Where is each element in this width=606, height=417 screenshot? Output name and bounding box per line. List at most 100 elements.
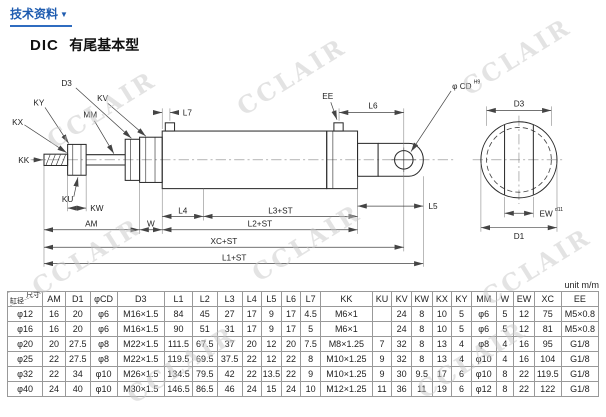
spec-cell: 22 <box>241 366 263 382</box>
spec-cell: 19 <box>431 381 453 397</box>
spec-cell: φ10 <box>89 366 118 382</box>
dim-label-ku: KU <box>62 195 73 204</box>
spec-cell <box>371 321 393 337</box>
dim-label-ew-tolerance: d11 <box>555 207 563 213</box>
dim-label-l6: L6 <box>368 101 378 110</box>
dim-label-ee: EE <box>322 92 333 101</box>
column-header: KK <box>320 291 373 307</box>
dim-label-w: W <box>147 220 155 229</box>
column-header: L4 <box>241 291 263 307</box>
bore-label: φ25 <box>6 351 44 367</box>
spec-cell: G1/8 <box>560 336 600 352</box>
spec-cell: 46 <box>216 381 243 397</box>
chevron-down-icon: ▼ <box>60 10 68 19</box>
spec-cell: 11 <box>371 381 393 397</box>
breadcrumb-label: 技术资料 <box>10 7 59 21</box>
spec-cell: M22×1.5 <box>116 351 166 367</box>
spec-cell: 7.5 <box>300 336 321 352</box>
spec-cell: 16 <box>42 321 66 337</box>
spec-cell: 22 <box>280 366 302 382</box>
column-header: MM <box>470 291 497 307</box>
spec-cell: M12×1.25 <box>320 381 373 397</box>
spec-cell: φ8 <box>89 351 118 367</box>
corner-label-dimension: 尺寸 <box>26 292 41 300</box>
cylinder-end-view <box>472 115 566 205</box>
dim-label-kw: KW <box>90 204 103 213</box>
column-header: KY <box>451 291 472 307</box>
spec-cell: 69.5 <box>191 351 218 367</box>
dim-label-cd: φ CD <box>452 82 472 91</box>
spec-cell: 9 <box>371 366 393 382</box>
spec-cell: 84 <box>164 306 193 322</box>
spec-cell: 37 <box>216 336 243 352</box>
spec-cell: 13.5 <box>261 366 282 382</box>
technical-drawing: D3 KV L7 EE L6 φ CD H9 KY KX MM KK KU KW… <box>8 57 606 280</box>
dimension-labels: D3 KV L7 EE L6 φ CD H9 KY KX MM KK KU KW… <box>12 79 563 263</box>
spec-cell: φ6 <box>470 306 497 322</box>
spec-cell: 67.5 <box>191 336 218 352</box>
dim-label-kv: KV <box>97 94 108 103</box>
spec-cell: 8 <box>495 381 515 397</box>
spec-cell: 104 <box>533 351 562 367</box>
spec-cell: 79.5 <box>191 366 218 382</box>
dim-label-kx: KX <box>12 118 23 127</box>
spec-cell: 12 <box>513 321 535 337</box>
breadcrumb-tech-data[interactable]: 技术资料▼ <box>10 5 72 27</box>
corner-header: 尺寸 缸径 <box>6 291 44 307</box>
column-header: L1 <box>164 291 193 307</box>
spec-cell: 37.5 <box>216 351 243 367</box>
column-header: EE <box>560 291 600 307</box>
spec-cell: 134.5 <box>164 366 193 382</box>
dim-label-l2st: L2+ST <box>248 220 272 229</box>
spec-cell: M6×1 <box>320 306 373 322</box>
unit-note: unit m/m <box>564 280 599 290</box>
spec-cell: 4 <box>451 351 472 367</box>
spec-cell: 5 <box>451 306 472 322</box>
column-header: L3 <box>216 291 243 307</box>
spec-cell: M6×1 <box>320 321 373 337</box>
dim-label-l1st: L1+ST <box>222 254 246 263</box>
spec-cell: 9 <box>371 351 393 367</box>
spec-cell: 8 <box>410 306 433 322</box>
dim-label-l4: L4 <box>178 206 188 215</box>
spec-cell: 5 <box>300 321 321 337</box>
corner-label-bore: 缸径 <box>10 298 24 305</box>
column-header: EW <box>513 291 535 307</box>
spec-cell: 119.5 <box>533 366 562 382</box>
spec-cell: M30×1.5 <box>116 381 166 397</box>
spec-cell: 13 <box>431 351 453 367</box>
spec-cell: 8 <box>410 321 433 337</box>
top-bar: 技术资料▼ <box>0 0 606 27</box>
spec-cell: 36 <box>391 381 412 397</box>
column-header: L6 <box>280 291 302 307</box>
spec-cell: M5×0.8 <box>560 306 600 322</box>
spec-cell: φ6 <box>89 321 118 337</box>
spec-cell: 20 <box>42 336 66 352</box>
page-title: DIC 有尾基本型 <box>30 35 606 55</box>
spec-cell: 95 <box>533 336 562 352</box>
spec-cell: 17 <box>241 321 263 337</box>
spec-cell: 42 <box>216 366 243 382</box>
spec-cell: 8 <box>410 351 433 367</box>
dim-label-d3-endview: D3 <box>514 99 525 108</box>
spec-cell: 22 <box>280 351 302 367</box>
dim-label-d1: D1 <box>514 232 525 241</box>
spec-cell: 30 <box>391 366 412 382</box>
dim-label-l3st: L3+ST <box>268 206 292 215</box>
spec-cell: 22 <box>42 351 66 367</box>
bore-label: φ20 <box>6 336 44 352</box>
spec-cell: M8×1.25 <box>320 336 373 352</box>
spec-cell: 122 <box>533 381 562 397</box>
spec-cell: 10 <box>431 321 453 337</box>
spec-cell: 6 <box>451 381 472 397</box>
spec-cell: 45 <box>191 306 218 322</box>
column-header: KV <box>391 291 412 307</box>
column-header: D1 <box>64 291 91 307</box>
dimension-drawing: D3 KV L7 EE L6 φ CD H9 KY KX MM KK KU KW… <box>12 79 566 267</box>
bore-label: φ12 <box>6 306 44 322</box>
